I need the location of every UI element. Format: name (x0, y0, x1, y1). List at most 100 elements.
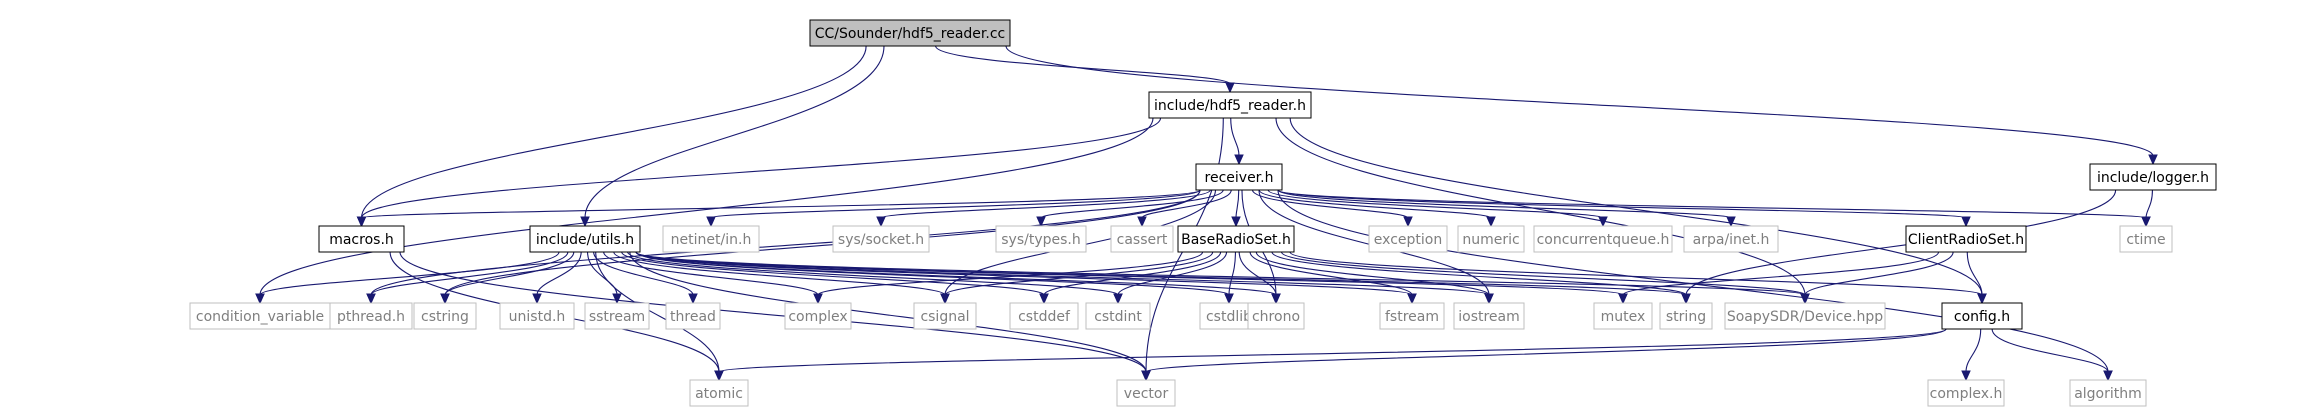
node-box (1148, 91, 1312, 119)
node-iostream: iostream (1453, 302, 1525, 330)
edge-baseradioset-h-to-csignal (940, 251, 1214, 305)
edge-line (1141, 189, 1232, 219)
edge-line (1280, 251, 1806, 296)
node-box (1379, 302, 1445, 330)
node-label: CC/Sounder/hdf5_reader.cc (815, 26, 1006, 42)
arrowhead-icon (1403, 216, 1413, 228)
edge-include-utils-h-to-cstring (440, 251, 575, 305)
edge-cc-sounder-hdf5-reader-cc-to-include-logger-h (1005, 45, 2158, 166)
node-sys-types-h: sys/types.h (995, 225, 1087, 253)
arrowhead-icon (1036, 216, 1046, 228)
edge-config-h-to-vector (1141, 328, 1947, 382)
node-label: iostream (1458, 309, 1520, 325)
edge-line (1277, 189, 1967, 219)
node-box (1110, 225, 1174, 253)
node-numeric: numeric (1457, 225, 1525, 253)
node-box (499, 302, 575, 330)
node-csignal: csignal (913, 302, 977, 330)
node-macros-h[interactable]: macros.h (318, 225, 405, 253)
node-label: algorithm (2074, 386, 2142, 402)
arrowhead-icon (688, 293, 698, 305)
node-label: vector (1124, 386, 1169, 402)
node-box (665, 302, 721, 330)
node-box (1724, 302, 1886, 330)
node-cc-sounder-hdf5-reader-cc[interactable]: CC/Sounder/hdf5_reader.cc (809, 19, 1011, 47)
edge-line (1238, 251, 1277, 296)
edge-line (370, 189, 1201, 296)
arrowhead-icon (440, 293, 450, 305)
edge-line (536, 251, 582, 296)
node-condition-variable: condition_variable (189, 302, 331, 330)
arrowhead-icon (2148, 154, 2158, 166)
edge-line (944, 251, 1214, 296)
node-thread: thread (665, 302, 721, 330)
arrowhead-icon (1141, 370, 1151, 382)
edge-line (1228, 251, 1236, 296)
node-label: pthread.h (337, 309, 405, 325)
arrowhead-icon (1271, 293, 1281, 305)
node-baseradioset-h[interactable]: BaseRadioSet.h (1177, 225, 1295, 253)
node-box (529, 225, 641, 253)
edge-line (360, 117, 1162, 219)
edge-config-h-to-complex-h (1961, 328, 1982, 382)
node-config-h[interactable]: config.h (1941, 302, 2023, 330)
arrowhead-icon (2103, 370, 2113, 382)
edge-include-hdf5-reader-h-to-soapysdr-device-hpp (1275, 117, 1810, 305)
edge-line (1622, 251, 1940, 296)
edge-line (718, 328, 1947, 373)
edge-include-utils-h-to-unistd-h (532, 251, 582, 305)
edges-layer (255, 45, 2158, 382)
node-label: config.h (1954, 309, 2010, 325)
node-label: netinet/in.h (671, 232, 752, 248)
node-label: cstdint (1094, 309, 1142, 325)
edge-line (444, 251, 575, 296)
node-label: cstring (421, 309, 469, 325)
arrowhead-icon (1618, 293, 1628, 305)
node-box (1177, 225, 1295, 253)
edge-baseradioset-h-to-soapysdr-device-hpp (1280, 251, 1810, 305)
arrowhead-icon (1039, 293, 1049, 305)
arrowhead-icon (1225, 82, 1235, 94)
node-clientradioset-h[interactable]: ClientRadioSet.h (1905, 225, 2027, 253)
edge-receiver-h-to-sys-types-h (1036, 189, 1224, 228)
node-cstdint: cstdint (1085, 302, 1151, 330)
node-label: complex (788, 309, 847, 325)
arrowhead-icon (1231, 216, 1241, 228)
edge-line (1230, 117, 1240, 157)
node-complex: complex (784, 302, 852, 330)
node-label: SoapySDR/Device.hpp (1727, 309, 1883, 325)
edge-line (635, 251, 1490, 296)
node-box (1683, 225, 1779, 253)
arrowhead-icon (1726, 216, 1736, 228)
node-box (584, 302, 650, 330)
edge-baseradioset-h-to-string (1271, 251, 1691, 305)
node-label: receiver.h (1205, 170, 1274, 186)
edge-include-hdf5-reader-h-to-receiver-h (1230, 117, 1244, 166)
edge-line (1966, 251, 1983, 296)
node-label: condition_variable (196, 309, 324, 325)
edge-line (1145, 328, 1947, 373)
node-label: sys/types.h (1001, 232, 1080, 248)
edge-baseradioset-h-to-chrono (1238, 251, 1281, 305)
node-label: concurrentqueue.h (1537, 232, 1670, 248)
arrowhead-icon (1486, 216, 1496, 228)
node-netinet-in-h: netinet/in.h (662, 225, 760, 253)
node-label: thread (670, 309, 716, 325)
node-box (832, 225, 930, 253)
node-include-hdf5-reader-h[interactable]: include/hdf5_reader.h (1148, 91, 1312, 119)
node-label: chrono (1252, 309, 1300, 325)
edge-cc-sounder-hdf5-reader-cc-to-include-utils-h (580, 45, 885, 228)
node-box (1533, 225, 1673, 253)
node-receiver-h[interactable]: receiver.h (1195, 163, 1283, 191)
node-label: atomic (695, 386, 743, 402)
node-box (189, 302, 331, 330)
arrowhead-icon (940, 293, 950, 305)
node-box (809, 19, 1011, 47)
edge-clientradioset-h-to-config-h (1966, 251, 1987, 305)
node-label: include/logger.h (2097, 170, 2209, 186)
arrowhead-icon (1800, 293, 1810, 305)
node-include-utils-h[interactable]: include/utils.h (529, 225, 641, 253)
edge-line (1804, 251, 1954, 296)
node-include-logger-h[interactable]: include/logger.h (2089, 163, 2217, 191)
